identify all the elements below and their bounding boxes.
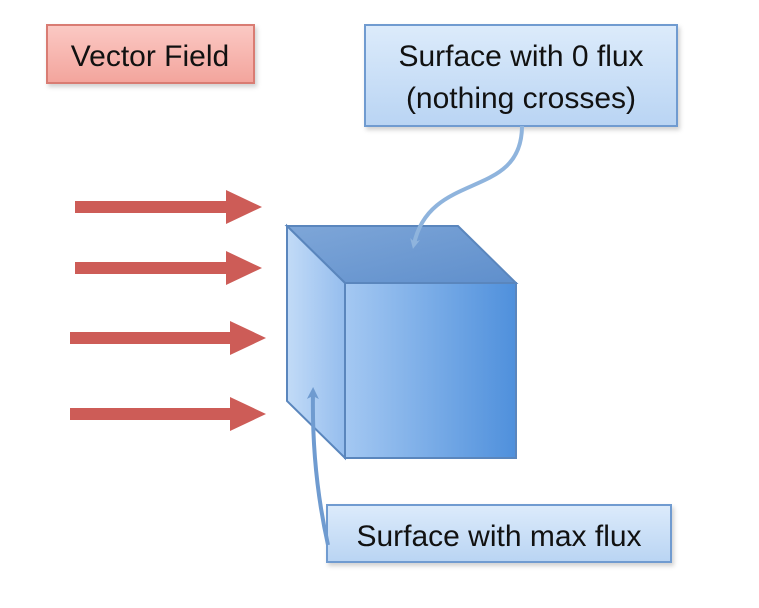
field-arrow <box>70 321 266 355</box>
max-flux-connector <box>306 387 330 546</box>
cube-front-face <box>344 282 517 459</box>
zero-flux-label-line1: Surface with 0 flux <box>398 40 643 73</box>
vector-field-label: Vector Field <box>71 40 229 73</box>
max-flux-label: Surface with max flux <box>356 520 641 553</box>
vector-field-arrows <box>70 190 266 431</box>
cube <box>284 223 519 461</box>
zero-flux-label-line2: (nothing crosses) <box>406 82 636 115</box>
vector-field-label-box: Vector Field <box>46 24 255 84</box>
field-arrow <box>70 397 266 431</box>
field-arrow <box>75 190 262 224</box>
field-arrow <box>75 251 262 285</box>
max-flux-callout: Surface with max flux <box>326 504 672 563</box>
zero-flux-callout: Surface with 0 flux (nothing crosses) <box>364 24 678 127</box>
zero-flux-connector <box>410 125 524 249</box>
